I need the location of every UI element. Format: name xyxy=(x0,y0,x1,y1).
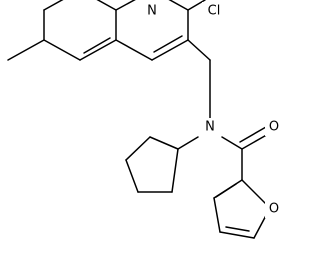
bond xyxy=(125,136,151,161)
bond-methyl xyxy=(7,39,45,61)
bond xyxy=(213,197,221,233)
bond xyxy=(149,136,179,150)
bond xyxy=(43,39,81,61)
bond xyxy=(225,226,250,232)
atom-amide-n: N xyxy=(205,120,215,135)
atom-quinoline-n: N xyxy=(147,4,157,19)
bond xyxy=(43,0,64,11)
bond xyxy=(83,37,111,54)
bond xyxy=(153,35,183,53)
atom-labels: N Cl N O O xyxy=(143,2,283,218)
bond xyxy=(125,159,139,193)
atom-carbonyl-o: O xyxy=(269,120,279,135)
bond xyxy=(168,0,189,11)
bond xyxy=(79,39,117,61)
bond xyxy=(187,0,206,11)
bond xyxy=(187,39,211,61)
atom-furan-o: O xyxy=(269,202,279,217)
bond xyxy=(151,39,189,61)
bond-lines xyxy=(7,0,271,239)
bond xyxy=(219,231,255,239)
atom-chlorine: Cl xyxy=(208,4,221,19)
bond xyxy=(115,39,153,61)
bond xyxy=(177,136,199,150)
bond xyxy=(115,0,136,11)
bond xyxy=(221,136,243,150)
bond xyxy=(239,126,267,143)
bond xyxy=(215,183,237,198)
molecule-structure: N Cl N O O xyxy=(7,0,283,239)
bond xyxy=(171,148,179,193)
bond xyxy=(96,0,117,11)
